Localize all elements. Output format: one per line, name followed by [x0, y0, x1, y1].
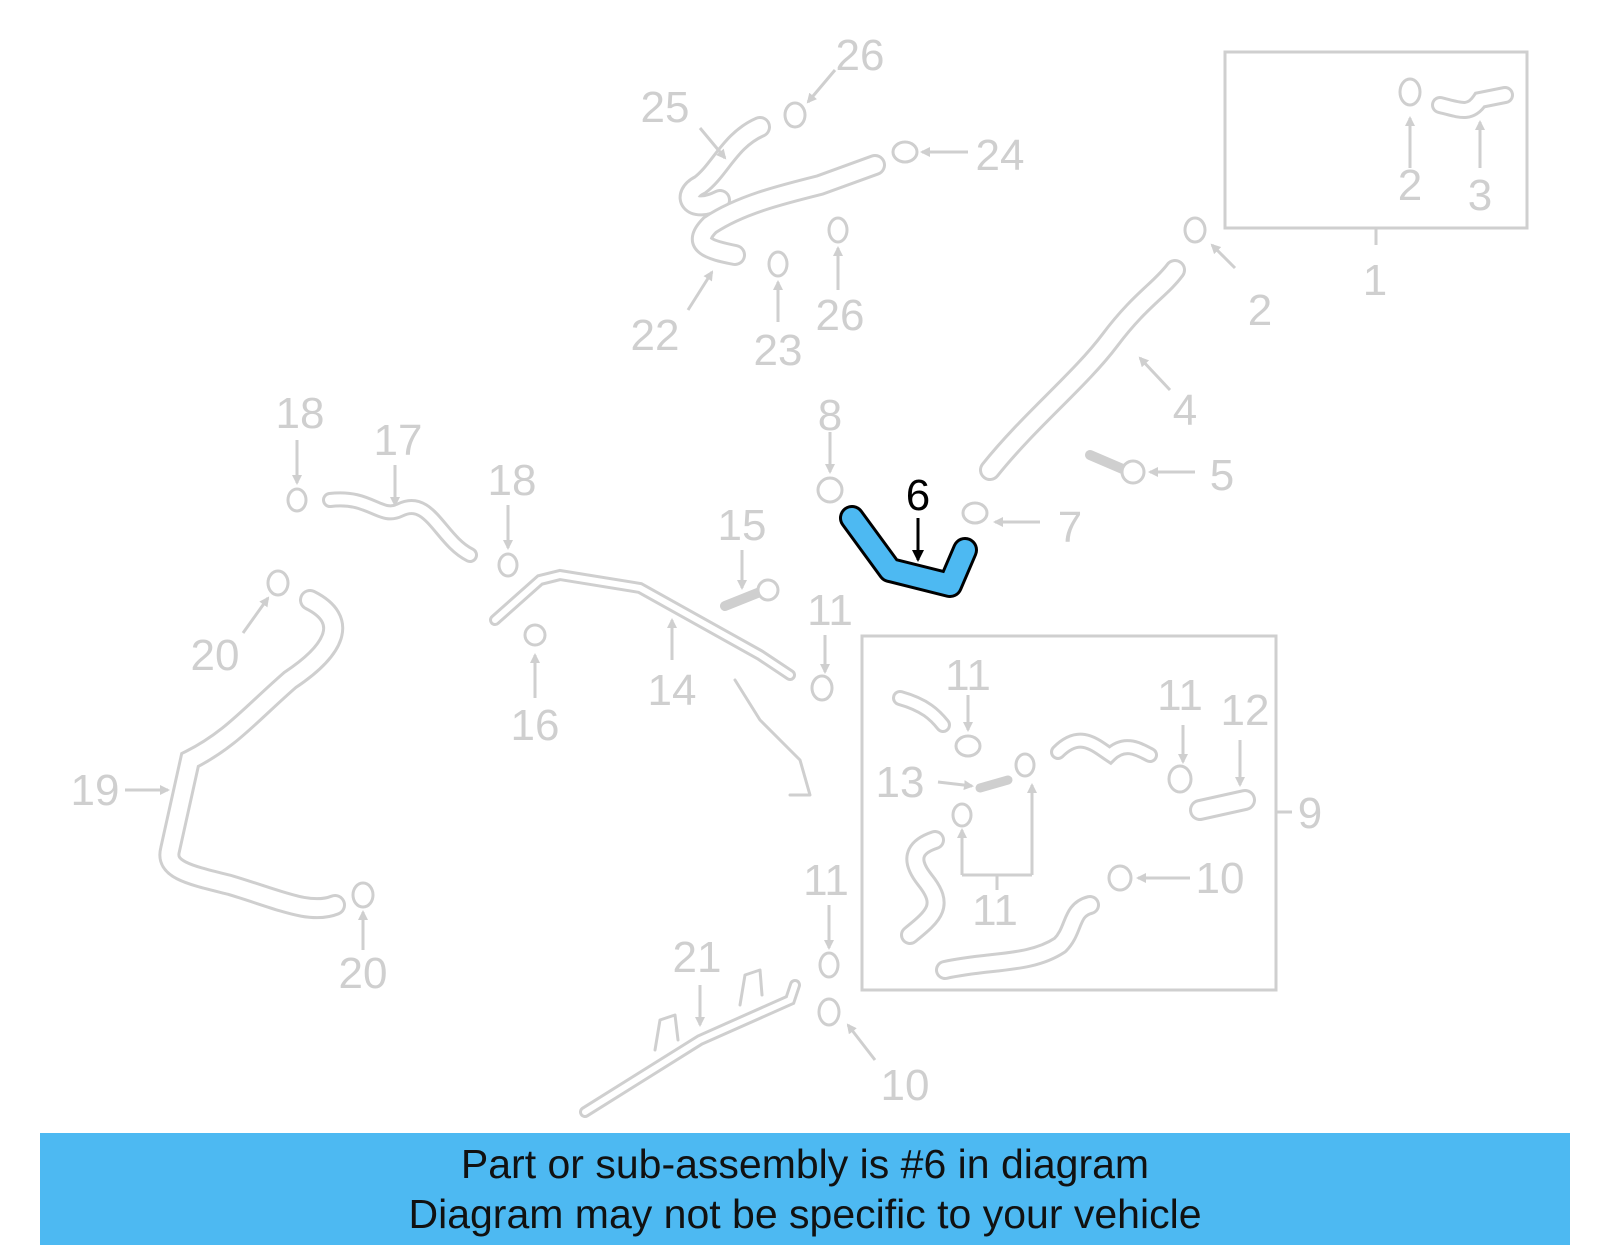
callout-24: 24 [976, 131, 1025, 180]
callout-26: 26 [816, 291, 865, 340]
parts-22-26-group [678, 69, 968, 322]
callout-19: 19 [71, 766, 120, 815]
part-7-clamp [961, 501, 1040, 527]
callout-12: 12 [1221, 686, 1270, 735]
part-8-clamp [816, 432, 844, 504]
callout-11: 11 [945, 651, 991, 700]
callout-20: 20 [191, 631, 240, 680]
part-1-group [1223, 50, 1529, 245]
callout-11: 11 [803, 856, 849, 905]
callout-20: 20 [339, 949, 388, 998]
callout-2: 2 [1398, 161, 1422, 210]
callout-10: 10 [881, 1061, 930, 1110]
callout-11: 11 [807, 586, 853, 635]
part-15-bolt [720, 550, 780, 611]
callout-22: 22 [631, 311, 680, 360]
parts-17-18-group [286, 440, 519, 578]
callout-6-highlighted: 6 [906, 471, 930, 520]
callout-labels: 1 2 2 3 4 5 6 7 8 9 10 10 11 11 11 11 11… [71, 31, 1493, 1110]
callout-26: 26 [836, 31, 885, 80]
callout-2: 2 [1248, 286, 1272, 335]
banner-line-1: Part or sub-assembly is #6 in diagram [460, 1141, 1150, 1187]
callout-13: 13 [876, 758, 925, 807]
callout-15: 15 [718, 501, 767, 550]
callout-8: 8 [818, 391, 842, 440]
info-banner: Part or sub-assembly is #6 in diagram Di… [40, 1133, 1570, 1245]
callout-5: 5 [1210, 451, 1234, 500]
callout-11: 11 [972, 886, 1018, 935]
part-14-bracket [489, 568, 812, 797]
banner-line-2: Diagram may not be specific to your vehi… [408, 1191, 1202, 1237]
part-4-pipe [979, 216, 1237, 481]
part-6-hose[interactable] [839, 505, 978, 598]
callout-9: 9 [1298, 789, 1322, 838]
callout-1: 1 [1363, 256, 1387, 305]
callout-18: 18 [488, 456, 537, 505]
callout-23: 23 [754, 326, 803, 375]
callout-4: 4 [1173, 386, 1197, 435]
part-11-clamp-a [810, 635, 834, 702]
callout-25: 25 [641, 83, 690, 132]
part-21-pipe [579, 905, 877, 1118]
part-19-hose [125, 569, 375, 950]
callout-10: 10 [1196, 854, 1245, 903]
part-9-group [860, 634, 1292, 992]
callout-14: 14 [648, 666, 697, 715]
callout-3: 3 [1468, 171, 1492, 220]
callout-7: 7 [1058, 503, 1082, 552]
callout-16: 16 [511, 701, 560, 750]
callout-11: 11 [1157, 671, 1203, 720]
callout-18: 18 [276, 389, 325, 438]
callout-17: 17 [374, 416, 423, 465]
part-5-bolt [1085, 450, 1195, 485]
callout-21: 21 [673, 933, 722, 982]
